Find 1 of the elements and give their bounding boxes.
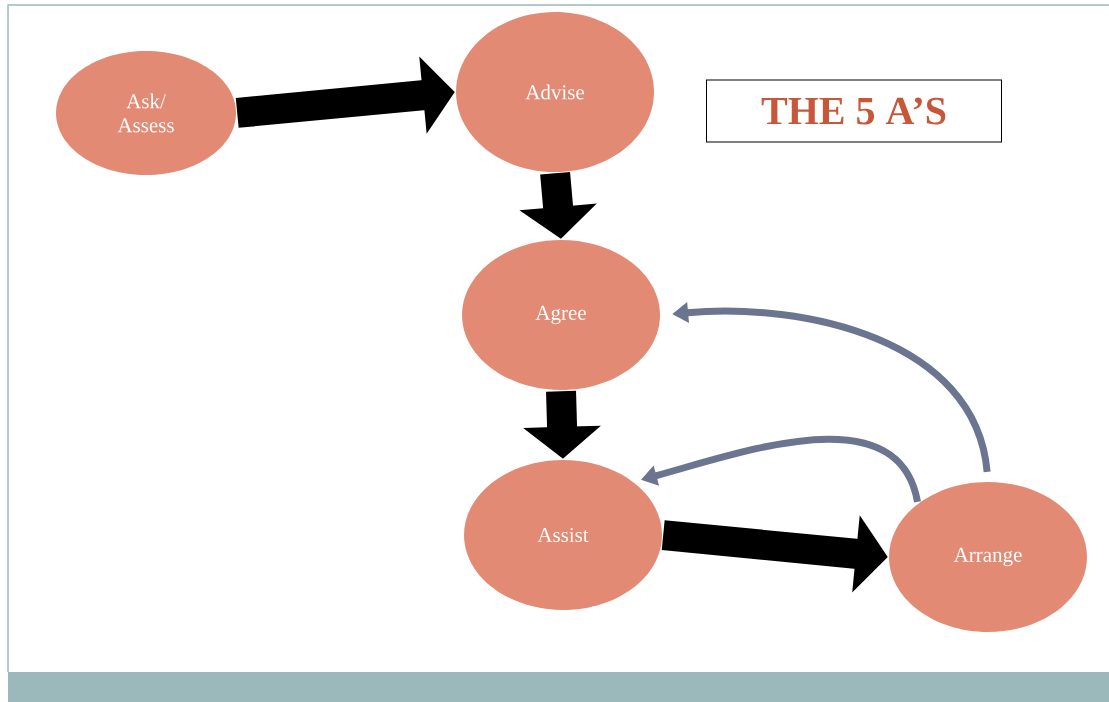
title-box: THE 5 A’S <box>706 79 1002 143</box>
